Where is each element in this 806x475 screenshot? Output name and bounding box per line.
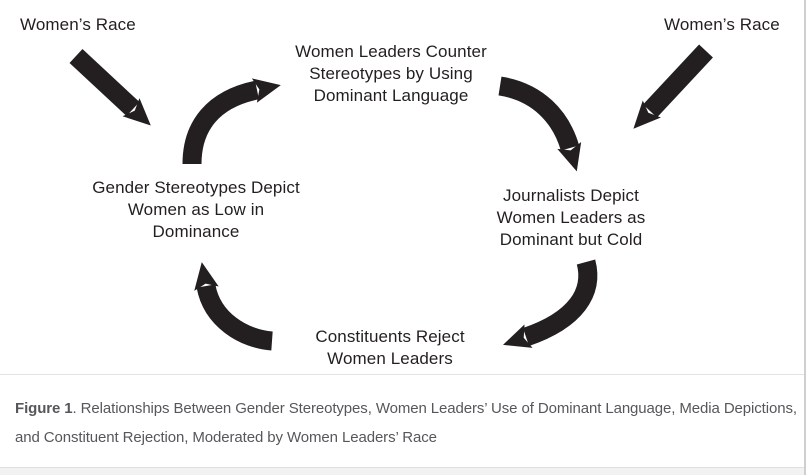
node-counter-stereotypes: Women Leaders Counter Stereotypes by Usi… bbox=[295, 42, 487, 105]
diagram-arrows-layer bbox=[69, 44, 713, 351]
node-women-race-right: Women’s Race bbox=[664, 15, 780, 34]
figure-diagram: Women’s Race Women’s Race Women Leaders … bbox=[20, 15, 780, 368]
arrow-constituents-to-gender-icon bbox=[194, 262, 274, 351]
figure-caption-text: . Relationships Between Gender Stereotyp… bbox=[15, 400, 797, 446]
node-constituents-reject: Constituents Reject Women Leaders bbox=[315, 327, 465, 368]
node-women-race-left: Women’s Race bbox=[20, 15, 136, 34]
arrow-race-right-to-journalists-icon bbox=[633, 44, 713, 129]
arrow-gender-to-counter-icon bbox=[182, 78, 281, 165]
arrow-counter-to-journalists-icon bbox=[498, 76, 582, 172]
bottom-divider-strip bbox=[0, 467, 806, 475]
arrow-journalists-to-constituents-icon bbox=[502, 259, 598, 348]
figure-caption: Figure 1. Relationships Between Gender S… bbox=[0, 374, 806, 467]
node-gender-stereotypes: Gender Stereotypes Depict Women as Low i… bbox=[92, 178, 300, 241]
page-right-edge-line bbox=[804, 0, 806, 475]
figure-caption-label: Figure 1 bbox=[15, 400, 73, 417]
arrow-race-left-to-gender-icon bbox=[69, 49, 151, 126]
node-journalists-depict: Journalists Depict Women Leaders as Domi… bbox=[496, 186, 646, 249]
